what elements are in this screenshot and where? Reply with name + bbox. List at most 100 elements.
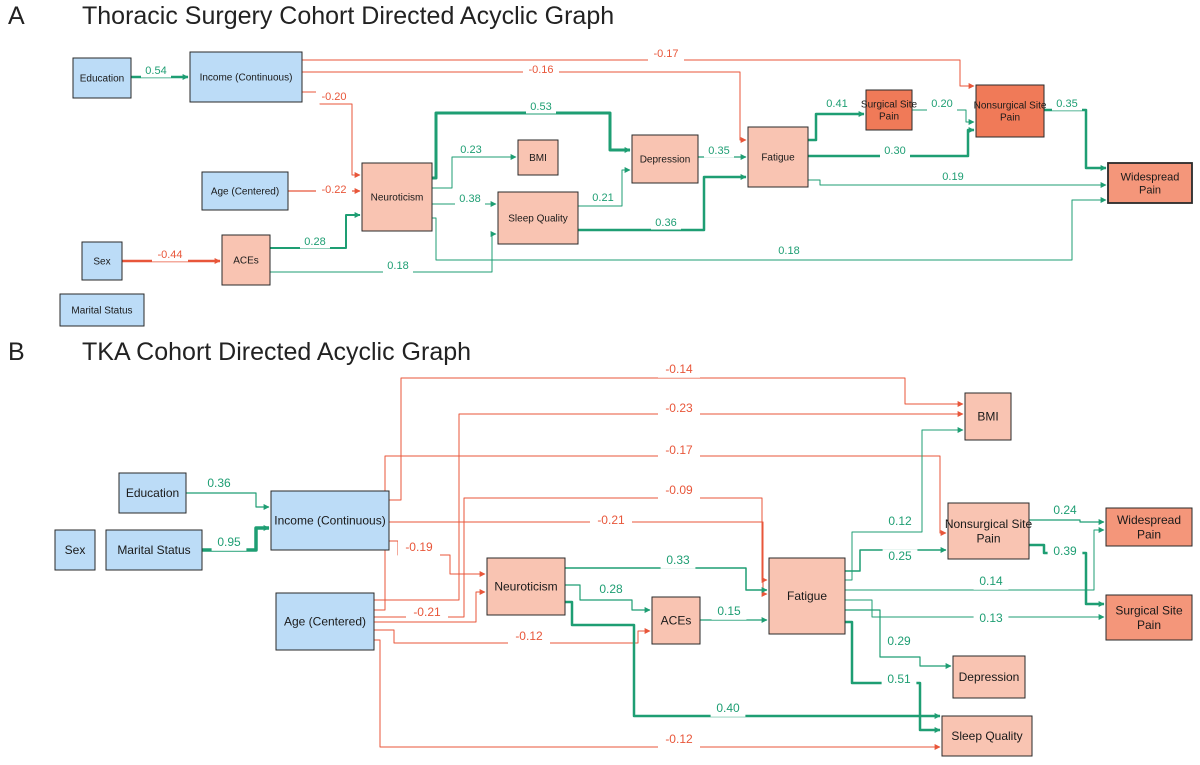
edge-weight-a-sleep-to-fatigue: 0.36 [655, 217, 676, 229]
edge-b-fatigue-to-depression [845, 609, 952, 669]
edge-weight-bg-a-sleep-to-depression [588, 191, 618, 205]
node-box-a-age [201, 171, 289, 211]
node-b-fatigue: Fatigue [768, 557, 846, 635]
node-box-b-marital [105, 529, 203, 571]
node-a-marital: Marital Status [59, 293, 145, 327]
edge-weight-a-neuroticism-to-depression: 0.53 [530, 101, 551, 113]
node-a-income: Income (Continuous) [189, 51, 303, 103]
edge-a-neuroticism-to-widespread [432, 197, 1107, 261]
edge-weight-bg-b-neuroticism-to-aces [593, 582, 629, 598]
edge-b-neuroticism-to-sleep [565, 600, 941, 719]
edge-weight-bg-b-fatigue-to-surgical [973, 611, 1009, 627]
panel-a-letter: A [8, 2, 25, 30]
edge-weight-a-nonsurgical-to-widespread: 0.35 [1056, 98, 1077, 110]
node-box-b-nonsurgical [947, 502, 1030, 560]
edge-a-income-to-neuroticism [302, 91, 361, 178]
node-box-b-widespread [1105, 507, 1193, 547]
edge-weight-bg-a-neuroticism-to-depression [526, 100, 556, 114]
edge-b-age-to-fatigue [374, 497, 768, 618]
node-box-b-neuroticism [486, 557, 566, 616]
edge-weight-b-fatigue-to-nonsurgical: 0.25 [888, 549, 912, 563]
edge-b-age-to-bmi [374, 411, 964, 601]
node-label-a-bmi: BMI [529, 153, 547, 164]
node-box-b-education [118, 472, 187, 514]
edge-weight-b-neuroticism-to-aces: 0.28 [599, 582, 623, 596]
panel-b-letter: B [8, 338, 25, 366]
node-box-a-widespread [1107, 162, 1193, 204]
edge-weight-bg-b-nonsurgical-to-widespread [1047, 503, 1083, 519]
node-label-a-age: Age (Centered) [211, 187, 279, 198]
edge-b-fatigue-to-bmi [845, 427, 964, 581]
node-box-b-aces [651, 596, 701, 645]
edge-weight-b-fatigue-to-widespread: 0.14 [979, 574, 1003, 588]
edge-a-income-to-nonsurgical [302, 59, 975, 89]
edge-b-neuroticism-to-fatigue [565, 567, 768, 593]
edge-b-age-to-neuroticism [374, 589, 486, 623]
edge-weight-b-age-to-aces: -0.12 [515, 629, 543, 643]
edge-weight-bg-a-age-to-neuroticism [316, 183, 352, 197]
edge-weight-bg-b-education-to-income [201, 476, 237, 492]
node-b-education: Education [118, 472, 187, 514]
edge-weight-bg-a-fatigue-to-surgical [822, 97, 852, 111]
edge-a-fatigue-to-surgical [808, 111, 865, 142]
edge-weight-bg-b-fatigue-to-depression [881, 634, 917, 650]
nodes-layer: Education Income (Continuous) Age (Centere… [54, 51, 1193, 757]
node-label-a-aces: ACEs [233, 256, 259, 267]
node-b-depression: Depression [952, 655, 1026, 699]
edge-weight-a-neuroticism-to-bmi: 0.23 [460, 144, 481, 156]
edge-weight-bg-a-fatigue-to-widespread [938, 170, 968, 184]
edge-weight-bg-b-income-to-neuroticism [398, 540, 440, 556]
edge-weight-bg-b-neuroticism-to-sleep [710, 701, 746, 717]
edge-a-sleep-to-depression [578, 167, 631, 207]
edge-weight-bg-a-neuroticism-to-sleep [455, 192, 485, 206]
node-box-a-marital [59, 293, 145, 327]
edge-a-nonsurgical-to-widespread [1044, 108, 1107, 171]
edge-b-income-to-fatigue [389, 521, 768, 597]
edge-weight-bg-a-income-to-fatigue [523, 63, 559, 77]
edge-weight-bg-b-age-to-fatigue [658, 483, 700, 499]
edge-b-age-to-nonsurgical [374, 455, 947, 611]
edge-weight-bg-b-fatigue-to-nonsurgical [882, 549, 918, 565]
edge-weight-bg-b-marital-to-income [211, 535, 247, 551]
edge-weight-a-income-to-nonsurgical: -0.17 [653, 48, 678, 60]
edge-weight-a-aces-to-neuroticism: 0.28 [304, 236, 325, 248]
edge-b-education-to-income [186, 492, 270, 510]
node-label-b-aces: ACEs [661, 614, 692, 628]
node-box-b-fatigue [768, 557, 846, 635]
edge-weight-a-fatigue-to-surgical: 0.41 [826, 98, 847, 110]
edge-b-income-to-bmi [389, 377, 964, 501]
edge-weight-a-education-to-income: 0.54 [145, 65, 166, 77]
edge-weight-b-neuroticism-to-fatigue: 0.33 [666, 553, 690, 567]
node-a-neuroticism: Neuroticism [361, 162, 433, 232]
node-label-a-sleep: Sleep Quality [508, 214, 567, 225]
edge-weight-bg-a-nonsurgical-to-widespread [1052, 97, 1082, 111]
edge-weight-b-neuroticism-to-sleep: 0.40 [716, 701, 740, 715]
edge-weight-bg-b-age-to-aces [508, 629, 550, 645]
edge-weight-a-fatigue-to-nonsurgical: 0.30 [884, 145, 905, 157]
node-box-b-bmi [964, 392, 1012, 441]
node-b-sleep: Sleep Quality [941, 715, 1033, 757]
node-box-a-fatigue [747, 126, 809, 188]
edge-a-surgical-to-nonsurgical [912, 109, 975, 125]
edge-b-fatigue-to-widespread [845, 527, 1105, 591]
node-box-a-sex [81, 241, 123, 281]
edge-weight-b-nonsurgical-to-widespread: 0.24 [1053, 503, 1077, 517]
node-box-b-surgical [1105, 594, 1193, 641]
edge-weight-b-age-to-sleep: -0.12 [665, 732, 693, 746]
node-b-neuroticism: Neuroticism [486, 557, 566, 616]
edge-a-aces-to-sleep [270, 231, 497, 273]
edge-weight-bg-a-education-to-income [141, 64, 171, 78]
edge-weight-b-aces-to-fatigue: 0.15 [717, 604, 741, 618]
node-label-a-sex: Sex [93, 257, 110, 268]
node-box-b-sex [54, 529, 96, 571]
edge-weight-bg-a-sleep-to-fatigue [651, 216, 681, 230]
edge-a-fatigue-to-widespread [808, 179, 1107, 188]
edge-weight-b-income-to-fatigue: -0.21 [597, 513, 625, 527]
edge-weight-bg-b-income-to-fatigue [590, 513, 632, 529]
